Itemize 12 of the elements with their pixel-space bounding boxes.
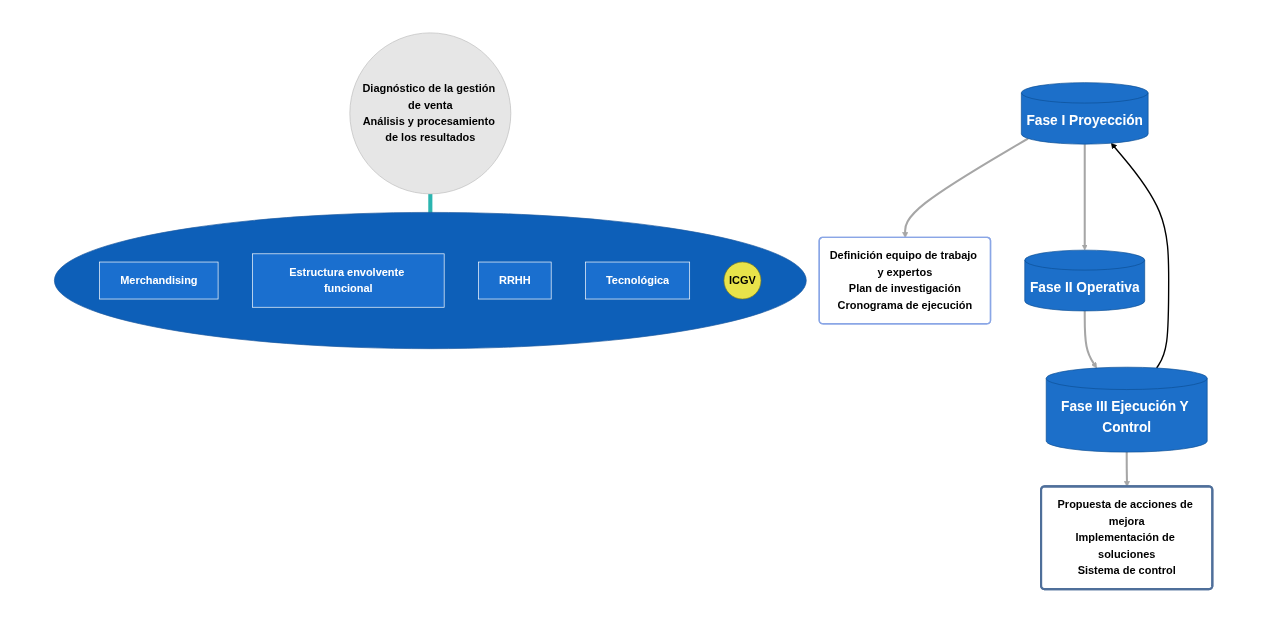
arrow [1083, 310, 1098, 369]
node-circle: ICGV [723, 261, 762, 300]
arrow [1081, 144, 1088, 251]
node-box: RRHH [478, 261, 552, 300]
node-circle: Diagnóstico de la gestión de venta Análisis y procesamiento de los resultados [349, 32, 512, 195]
arrow [1110, 142, 1170, 369]
arrow [1123, 452, 1130, 487]
node-box: Merchandising [99, 261, 219, 300]
arrow [902, 137, 1029, 238]
cluster [54, 212, 807, 349]
node-box: Tecnológica [585, 261, 691, 300]
node-box: Estructura envolvente funcional [252, 253, 445, 308]
